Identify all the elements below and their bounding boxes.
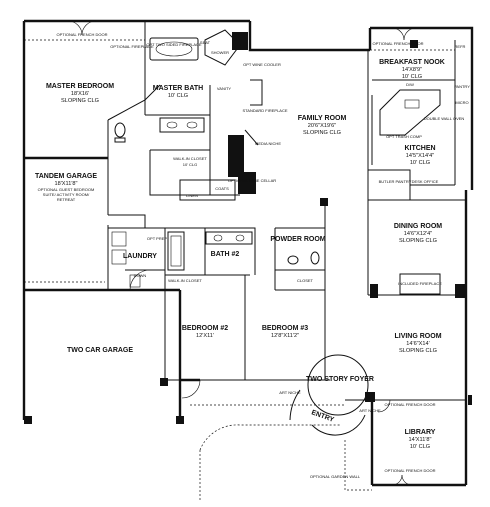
interior-walls xyxy=(24,21,466,401)
bath2-name: BATH #2 xyxy=(211,251,240,258)
master-bedroom-ceiling: SLOPING CLG xyxy=(61,98,99,104)
kitchen-size: 14'5"X14'4" xyxy=(406,153,435,159)
master-closet-name: WALK-IN CLOSET xyxy=(173,156,207,161)
library-size: 14'X11'8" xyxy=(409,437,432,443)
door-swings xyxy=(67,20,417,486)
note-pantry: PANTRY xyxy=(454,84,470,89)
kitchen-ceiling: 10' CLG xyxy=(410,160,430,166)
bedroom3-size: 12'8"X11'2" xyxy=(271,333,299,339)
note-french-door-library2: OPTIONAL FRENCH DOOR xyxy=(385,468,436,473)
note-seat: SEAT xyxy=(200,40,211,45)
annotations: OPTIONAL FRENCH DOOR OPTIONAL FIREPLACE … xyxy=(57,32,471,479)
note-included-fireplace: INCLUDED FIREPLACE xyxy=(398,281,442,286)
note-std-fireplace: STANDARD FIREPLACE xyxy=(242,108,287,113)
living-room-size: 14'6"X14' xyxy=(406,341,429,347)
note-trash-comp: OPT TRASH COMP xyxy=(386,134,422,139)
tandem-garage-size: 18'X11'8" xyxy=(55,181,78,187)
bedroom2-size: 12'X11' xyxy=(196,333,214,339)
library-ceiling: 10' CLG xyxy=(410,444,430,450)
note-wine-cooler: OPT WINE COOLER xyxy=(243,62,281,67)
ceiling-lines xyxy=(24,39,455,51)
master-bedroom-name: MASTER BEDROOM xyxy=(46,83,114,90)
breakfast-nook-name: BREAKFAST NOOK xyxy=(379,59,445,66)
note-double-oven: DOUBLE WALL OVEN xyxy=(424,116,465,121)
note-desk-office: DESK OFFICE xyxy=(412,179,439,184)
master-bath-name: MASTER BATH xyxy=(153,85,203,92)
note-french-door-nook: OPTIONAL FRENCH DOOR xyxy=(373,41,424,46)
note-art-niche-left: ART NICHE xyxy=(279,390,301,395)
family-room-ceiling: SLOPING CLG xyxy=(303,130,341,136)
dining-room-name: DINING ROOM xyxy=(394,223,442,230)
living-room-name: LIVING ROOM xyxy=(394,333,441,340)
entry-name: ENTRY xyxy=(310,409,335,424)
note-closet-powder: CLOSET xyxy=(297,278,314,283)
note-garden-wall: OPTIONAL GARDEN WALL xyxy=(310,474,361,479)
living-room-ceiling: SLOPING CLG xyxy=(399,348,437,354)
note-french-door-library: OPTIONAL FRENCH DOOR xyxy=(385,402,436,407)
note-art-niche-right: ART NICHE xyxy=(359,408,381,413)
family-room-name: FAMILY ROOM xyxy=(298,115,347,122)
note-opt-prep: OPT PREP xyxy=(147,236,167,241)
tandem-garage-note: OPTIONAL GUEST BEDROOM SUITE/ ACTIVITY R… xyxy=(37,187,95,202)
note-media-niche: MEDIA NICHE xyxy=(255,141,281,146)
note-french-door-master: OPTIONAL FRENCH DOOR xyxy=(57,32,108,37)
dining-room-ceiling: SLOPING CLG xyxy=(399,238,437,244)
note-down: DOWN xyxy=(134,273,147,278)
bedroom3-name: BEDROOM #3 xyxy=(262,325,308,332)
wall-blocks xyxy=(24,32,472,424)
powder-room-name: POWDER ROOM xyxy=(270,236,325,243)
exterior-walls xyxy=(22,19,474,487)
note-fireplace-master: OPTIONAL FIREPLACE xyxy=(110,44,154,49)
two-car-garage-name: TWO CAR GARAGE xyxy=(67,347,133,354)
foyer-name: TWO STORY FOYER xyxy=(306,376,374,383)
note-linen: LINEN xyxy=(186,193,198,198)
fixtures xyxy=(111,29,455,295)
note-walk-in-closet-bed: WALK-IN CLOSET xyxy=(168,278,202,283)
note-vanity: VANITY xyxy=(217,86,231,91)
family-room-size: 20'6"X19'6" xyxy=(308,123,337,129)
note-tub: OPT TWO SIDED FIREPLACE xyxy=(146,42,202,47)
breakfast-nook-size: 14'X8'9" xyxy=(402,67,422,73)
bedroom2-name: BEDROOM #2 xyxy=(182,325,228,332)
note-refr: REFR xyxy=(455,44,466,49)
note-butler-pantry: BUTLER PANTRY xyxy=(379,179,412,184)
tandem-garage-name: TANDEM GARAGE xyxy=(35,173,97,180)
note-coats: COATS xyxy=(215,186,229,191)
dining-room-size: 14'6"X12'4" xyxy=(404,231,433,237)
foyer xyxy=(190,354,372,500)
note-wine-cellar: OPTIONAL WINE CELLAR xyxy=(228,178,276,183)
library-name: LIBRARY xyxy=(405,429,436,436)
kitchen-name: KITCHEN xyxy=(404,145,435,152)
master-bedroom-size: 18'X16' xyxy=(71,91,89,97)
garage-steps xyxy=(129,274,141,288)
note-shower: SHOWER xyxy=(211,50,229,55)
note-micro: MICRO xyxy=(455,100,468,105)
tandem-garage-note-box: OPTIONAL GUEST BEDROOM SUITE/ ACTIVITY R… xyxy=(37,187,95,202)
breakfast-nook-ceiling: 10' CLG xyxy=(402,74,422,80)
master-closet-ceiling: 10' CLG xyxy=(183,162,198,167)
master-bath-ceiling: 10' CLG xyxy=(168,93,188,99)
note-dw: D/W xyxy=(406,82,414,87)
laundry-name: LAUNDRY xyxy=(123,253,157,260)
